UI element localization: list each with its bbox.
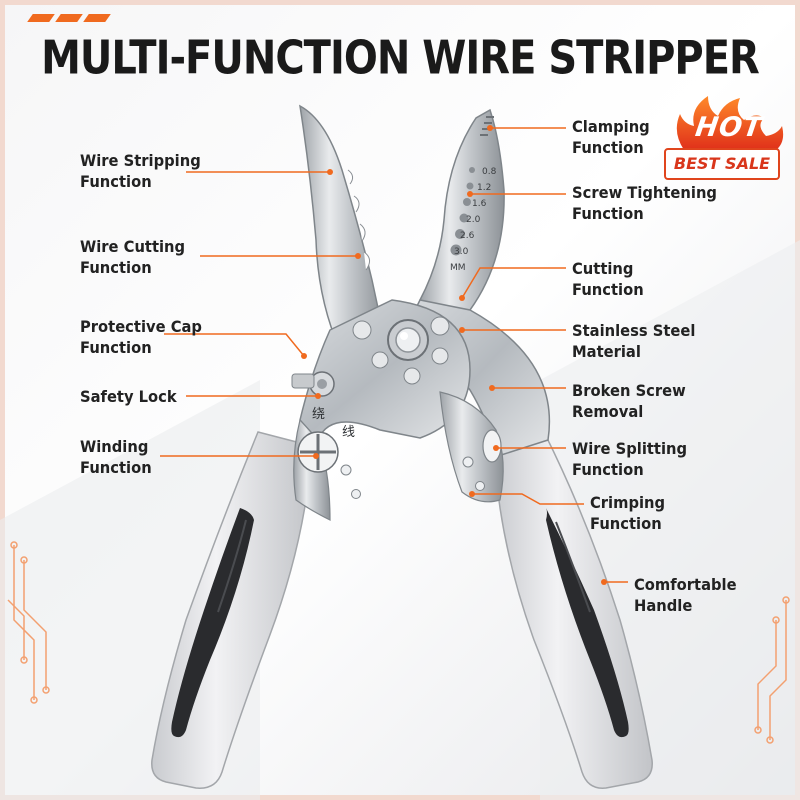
label-line: Clamping [572, 117, 650, 136]
label-comfortable-handle: Comfortable Handle [634, 574, 737, 616]
label-broken-screw: Broken Screw Removal [572, 380, 686, 422]
label-protective-cap: Protective Cap Function [80, 316, 202, 358]
label-line: Broken Screw [572, 381, 686, 400]
label-line: Crimping [590, 493, 666, 512]
label-line: Function [572, 280, 644, 299]
scale-mark: 3.0 [454, 247, 469, 257]
badge-best-sale-text: BEST SALE [664, 148, 780, 180]
handle-mark: 线 [342, 425, 355, 440]
label-line: Removal [572, 402, 644, 421]
label-cutting: Cutting Function [572, 258, 644, 300]
label-line: Function [80, 338, 152, 357]
label-line: Wire Cutting [80, 237, 186, 256]
scale-mark: 1.6 [472, 199, 487, 209]
circuit-decoration-left [7, 541, 50, 704]
left-handle [151, 431, 313, 789]
label-wire-stripping: Wire Stripping Function [80, 150, 201, 192]
label-line: Protective Cap [80, 317, 202, 336]
gauge-scale: 0.8 1.2 1.6 2.0 2.6 3.0 MM [450, 167, 497, 273]
label-line: Function [590, 514, 662, 533]
badge-hot-text: HOT [693, 112, 765, 143]
label-line: Handle [634, 596, 693, 615]
circuit-decoration-right [754, 596, 790, 744]
page-title: MULTI-FUNCTION WIRE STRIPPER [41, 32, 760, 85]
label-line: Function [80, 172, 152, 191]
label-line: Screw Tightening [572, 183, 717, 202]
label-line: Wire Stripping [80, 151, 201, 170]
scale-mark: 0.8 [482, 167, 497, 177]
right-handle [493, 431, 653, 789]
label-line: Wire Splitting [572, 439, 688, 458]
left-jaw [291, 104, 504, 521]
handle-mark: 绕 [312, 407, 325, 422]
label-line: Material [572, 342, 641, 361]
label-wire-cutting: Wire Cutting Function [80, 236, 185, 278]
label-crimping: Crimping Function [590, 492, 665, 534]
label-line: Winding [80, 437, 149, 456]
handle-marks: 绕 线 [312, 407, 355, 440]
leader-lines [160, 127, 628, 583]
leader-dots [301, 125, 607, 585]
label-safety-lock: Safety Lock [80, 386, 177, 407]
label-line: Stainless Steel [572, 321, 696, 340]
label-line: Function [572, 138, 644, 157]
label-stainless-steel: Stainless Steel Material [572, 320, 695, 362]
scale-mark: 1.2 [477, 183, 491, 193]
label-line: Function [80, 458, 152, 477]
label-winding: Winding Function [80, 436, 152, 478]
label-line: Function [572, 460, 644, 479]
scale-mark: 2.6 [460, 231, 475, 241]
label-wire-splitting: Wire Splitting Function [572, 438, 687, 480]
label-screw-tightening: Screw Tightening Function [572, 182, 717, 224]
scale-mark: 2.0 [466, 215, 481, 225]
label-line: Function [80, 258, 152, 277]
hot-sale-badge: HOT BEST SALE [664, 102, 784, 186]
flame-shape [676, 96, 784, 150]
scale-mark: MM [450, 263, 466, 273]
label-line: Comfortable [634, 575, 737, 594]
label-line: Cutting [572, 259, 634, 278]
label-line: Safety Lock [80, 387, 177, 406]
label-clamping: Clamping Function [572, 116, 650, 158]
label-line: Function [572, 204, 644, 223]
